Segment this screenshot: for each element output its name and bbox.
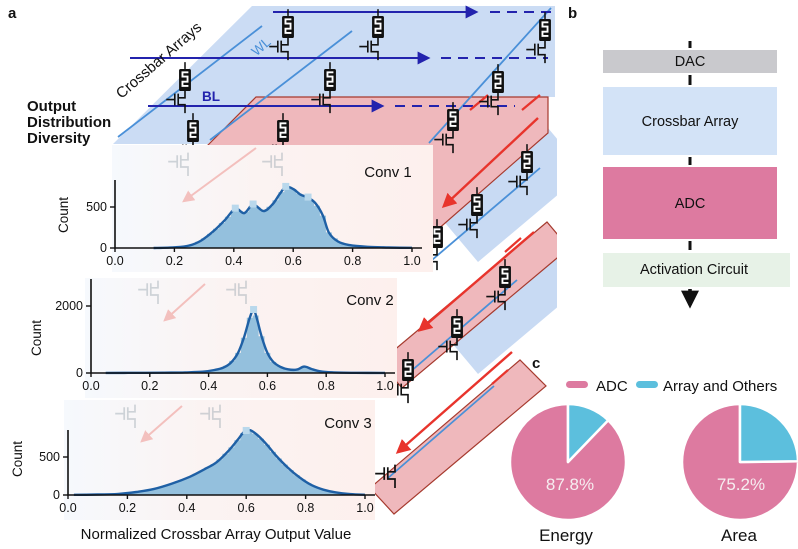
x-tick-label: 0.4 bbox=[200, 379, 217, 393]
wordline bbox=[431, 167, 541, 261]
side-title-line3: Diversity bbox=[27, 130, 91, 147]
ylabel-conv3: Count bbox=[10, 441, 25, 477]
bl-label: BL bbox=[202, 89, 220, 104]
pie-energy bbox=[508, 402, 628, 522]
adc-box-label: ADC bbox=[675, 196, 706, 212]
x-tick-label: 0.2 bbox=[119, 501, 136, 515]
x-tick-label: 0.4 bbox=[225, 254, 242, 268]
wordline bbox=[387, 385, 495, 479]
pie-area bbox=[680, 402, 798, 522]
y-tick-label: 500 bbox=[86, 200, 107, 214]
wordline bbox=[209, 30, 353, 141]
x-tick-label: 0.0 bbox=[106, 254, 123, 268]
panel-b-label: b bbox=[568, 5, 577, 22]
peak-marker bbox=[242, 426, 250, 434]
y-tick-label: 2000 bbox=[55, 299, 83, 313]
side-title-line2: Distribution bbox=[27, 114, 111, 131]
x-tick-label: 0.6 bbox=[259, 379, 276, 393]
red-dash bbox=[469, 94, 489, 111]
legend-swatch-array bbox=[636, 381, 658, 388]
pie-slice-array-and-others bbox=[738, 402, 798, 464]
panel-a: 0.0 0.2 0.4 0.6 0.8 1.0 0 500 0.0 0.2 0.4 0.6 0.8 1.… bbox=[8, 5, 557, 543]
y-tick-label: 500 bbox=[39, 450, 60, 464]
histogram-conv3: 0.0 0.2 0.4 0.6 0.8 1.0 0 500 bbox=[39, 426, 375, 515]
pie-area-value: 75.2% bbox=[717, 475, 765, 494]
adc-current-arrow bbox=[395, 351, 513, 454]
x-tick-label: 0.0 bbox=[82, 379, 99, 393]
pie-energy-value: 87.8% bbox=[546, 475, 594, 494]
x-tick-label: 0.2 bbox=[141, 379, 158, 393]
panel-a-label: a bbox=[8, 5, 17, 22]
panel-c: c ADC Array and Others 87.8% 75.2% Energ… bbox=[508, 355, 798, 545]
ghost-arrow bbox=[163, 283, 206, 322]
x-tick-label: 1.0 bbox=[403, 254, 420, 268]
ylabel-conv2: Count bbox=[29, 320, 44, 356]
x-tick-label: 0.6 bbox=[285, 254, 302, 268]
x-tick-label: 0.0 bbox=[59, 501, 76, 515]
crossbar-array-box bbox=[603, 87, 777, 155]
x-tick-label: 0.8 bbox=[318, 379, 335, 393]
x-axis-label: Normalized Crossbar Array Output Value bbox=[81, 526, 352, 543]
y-tick-label: 0 bbox=[76, 366, 83, 380]
legend-swatch-adc bbox=[566, 381, 588, 388]
adc-box bbox=[603, 167, 777, 239]
histogram-conv2: 0.0 0.2 0.4 0.6 0.8 1.0 0 2000 bbox=[55, 279, 395, 393]
peak-marker bbox=[304, 193, 312, 201]
hist-title-conv1: Conv 1 bbox=[364, 164, 412, 181]
peak-marker bbox=[249, 200, 257, 208]
legend-label-array: Array and Others bbox=[663, 378, 777, 395]
peak-marker bbox=[250, 306, 258, 314]
x-tick-label: 0.6 bbox=[238, 501, 255, 515]
x-tick-label: 0.2 bbox=[166, 254, 183, 268]
legend-label-adc: ADC bbox=[596, 378, 628, 395]
y-tick-label: 0 bbox=[100, 241, 107, 255]
dac-box-label: DAC bbox=[675, 54, 706, 70]
x-tick-label: 0.8 bbox=[344, 254, 361, 268]
hist-bars bbox=[105, 315, 388, 373]
dac-box bbox=[603, 50, 777, 73]
peak-marker bbox=[231, 204, 239, 212]
ylabel-conv1: Count bbox=[56, 197, 71, 233]
hist-title-conv2: Conv 2 bbox=[346, 292, 394, 309]
ghost-circuitry bbox=[114, 147, 283, 443]
panel-c-label: c bbox=[532, 355, 540, 372]
x-tick-label: 1.0 bbox=[356, 501, 373, 515]
peak-marker bbox=[282, 182, 290, 190]
red-dash bbox=[521, 94, 541, 111]
activation-circuit-box-label: Activation Circuit bbox=[640, 262, 748, 278]
side-title-line1: Output bbox=[27, 98, 76, 115]
ghost-arrow bbox=[182, 147, 257, 203]
pie-energy-title: Energy bbox=[539, 526, 593, 545]
y-tick-label: 0 bbox=[53, 488, 60, 502]
pie-slice-adc bbox=[680, 402, 798, 522]
red-dash bbox=[491, 369, 509, 385]
adc-current-arrow bbox=[441, 117, 539, 208]
histogram-conv1: 0.0 0.2 0.4 0.6 0.8 1.0 0 500 bbox=[86, 180, 422, 268]
pie-slice-array-and-others bbox=[566, 402, 610, 464]
panel-b: b DAC Crossbar Array ADC Activation Circ… bbox=[568, 5, 790, 309]
hist-bars bbox=[153, 187, 415, 248]
kde-curve bbox=[105, 308, 386, 375]
x-tick-label: 0.8 bbox=[297, 501, 314, 515]
ghost-arrow bbox=[140, 405, 183, 443]
hist-bars bbox=[73, 430, 366, 495]
activation-circuit-box bbox=[603, 253, 790, 287]
crossbar-array-box-label: Crossbar Array bbox=[642, 114, 739, 130]
pie-area-title: Area bbox=[721, 526, 757, 545]
adc-current-arrow bbox=[417, 231, 535, 332]
x-tick-label: 1.0 bbox=[376, 379, 393, 393]
hist-title-conv3: Conv 3 bbox=[324, 415, 372, 432]
x-tick-label: 0.4 bbox=[178, 501, 195, 515]
red-dash bbox=[504, 237, 522, 253]
adc-plane-red-3 bbox=[369, 359, 547, 515]
